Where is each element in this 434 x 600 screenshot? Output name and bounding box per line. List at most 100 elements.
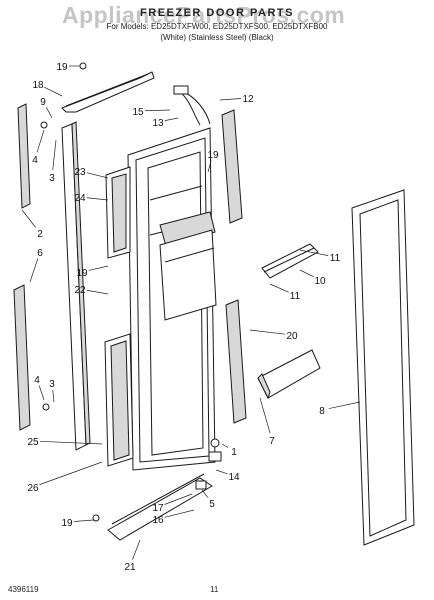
part-wire-harness: [179, 91, 211, 126]
diagram-title: FREEZER DOOR PARTS: [140, 7, 294, 19]
model-variants: (White) (Stainless Steel) (Black): [160, 33, 274, 42]
leader-line-5: [201, 489, 209, 498]
callout-4: 4: [34, 375, 40, 386]
part-top-trim: [61, 71, 155, 113]
leader-line-4: [38, 385, 45, 401]
callout-15: 15: [132, 107, 144, 118]
callout-13: 13: [152, 118, 164, 129]
leader-line-19: [73, 519, 95, 522]
part-right-lower-strip: [225, 299, 247, 424]
part-hinge-block: [208, 451, 222, 462]
model-list: For Models: ED25DTXFW00, ED25DTXFS00, ED…: [106, 22, 328, 31]
callout-14: 14: [228, 472, 240, 483]
leader-line-19: [207, 160, 212, 173]
leader-line-24: [86, 197, 109, 201]
callout-2: 2: [37, 229, 43, 240]
leader-line-15: [144, 109, 171, 112]
part-upper-bin: [261, 243, 319, 279]
part-dispenser-grille: [159, 211, 216, 247]
callout-23: 23: [74, 167, 86, 178]
leader-line-3: [52, 139, 57, 171]
leader-line-2: [21, 209, 36, 228]
callout-18: 18: [32, 80, 44, 91]
callout-7: 7: [269, 436, 275, 447]
leader-line-11: [269, 283, 289, 293]
leader-line-22: [86, 289, 109, 295]
leader-line-9: [45, 107, 53, 119]
part-screw-lower-left: [42, 403, 50, 411]
leader-line-20: [249, 329, 286, 335]
leader-line-12: [219, 98, 242, 101]
leader-line-23: [86, 172, 109, 179]
leader-line-7: [259, 397, 271, 434]
part-top-trim-edge: [65, 73, 149, 107]
callout-4: 4: [32, 155, 38, 166]
callout-11: 11: [330, 253, 341, 264]
part-dispenser-chute: [159, 229, 217, 321]
leader-line-21: [132, 539, 141, 560]
callout-9: 9: [40, 97, 46, 108]
part-lower-liner-inner: [110, 340, 130, 461]
part-bottom-trim: [107, 477, 213, 541]
callout-1: 1: [231, 447, 237, 458]
callout-leaders: [21, 65, 361, 560]
leader-line-13: [164, 117, 179, 121]
part-door-shelf-line-1: [149, 185, 203, 201]
part-cam: [195, 480, 207, 490]
leader-line-26: [39, 461, 103, 485]
page-number: 11: [210, 585, 219, 594]
leader-line-17: [164, 493, 193, 505]
leader-line-11: [299, 249, 329, 256]
leader-line-4: [36, 129, 45, 153]
callout-26: 26: [27, 483, 39, 494]
leader-line-8: [328, 401, 361, 409]
callout-17: 17: [152, 503, 164, 514]
leader-line-16: [164, 509, 195, 518]
part-left-strip-face: [71, 121, 91, 446]
part-right-strip: [221, 109, 243, 224]
part-screw-bottom: [92, 514, 100, 522]
part-upper-liner-inner: [111, 173, 127, 253]
part-dispenser-chute-line: [164, 247, 215, 263]
part-screw-top: [79, 62, 87, 70]
callout-19: 19: [61, 518, 73, 529]
callout-16: 16: [152, 515, 164, 526]
leader-line-25: [39, 440, 103, 445]
callout-12: 12: [242, 94, 254, 105]
leader-line-18: [44, 86, 63, 97]
callout-6: 6: [37, 248, 43, 259]
part-wire-connector: [173, 85, 189, 95]
part-door-gasket: [351, 189, 415, 546]
leader-line-3: [52, 389, 55, 403]
callout-8: 8: [319, 406, 325, 417]
part-screw-upper-left: [40, 121, 48, 129]
callout-19: 19: [56, 62, 68, 73]
leader-line-6: [29, 258, 39, 283]
part-upper-gasket-strip: [17, 103, 31, 209]
leader-line-1: [221, 443, 229, 448]
part-door-gasket-inner: [359, 199, 407, 537]
part-upper-bin-edge: [263, 247, 315, 273]
watermark: AppliancePartsPros.com: [62, 2, 346, 28]
callout-25: 25: [27, 437, 39, 448]
callout-10: 10: [314, 276, 326, 287]
callout-22: 22: [74, 285, 86, 296]
leader-line-19: [88, 265, 109, 271]
part-bottom-trim-edge: [111, 473, 205, 525]
part-lower-gasket-strip: [13, 284, 31, 431]
document-number: 4396119: [8, 585, 39, 594]
callout-20: 20: [286, 331, 298, 342]
leader-line-10: [299, 269, 314, 278]
callout-24: 24: [74, 193, 86, 204]
callout-11: 11: [290, 291, 301, 302]
callout-19: 19: [207, 150, 219, 161]
callout-3: 3: [49, 379, 55, 390]
callout-21: 21: [124, 562, 136, 573]
callout-5: 5: [209, 499, 215, 510]
part-hinge-pin: [210, 438, 220, 448]
part-lower-bin-front: [257, 373, 271, 400]
callout-3: 3: [49, 173, 55, 184]
leader-line-14: [215, 469, 228, 475]
